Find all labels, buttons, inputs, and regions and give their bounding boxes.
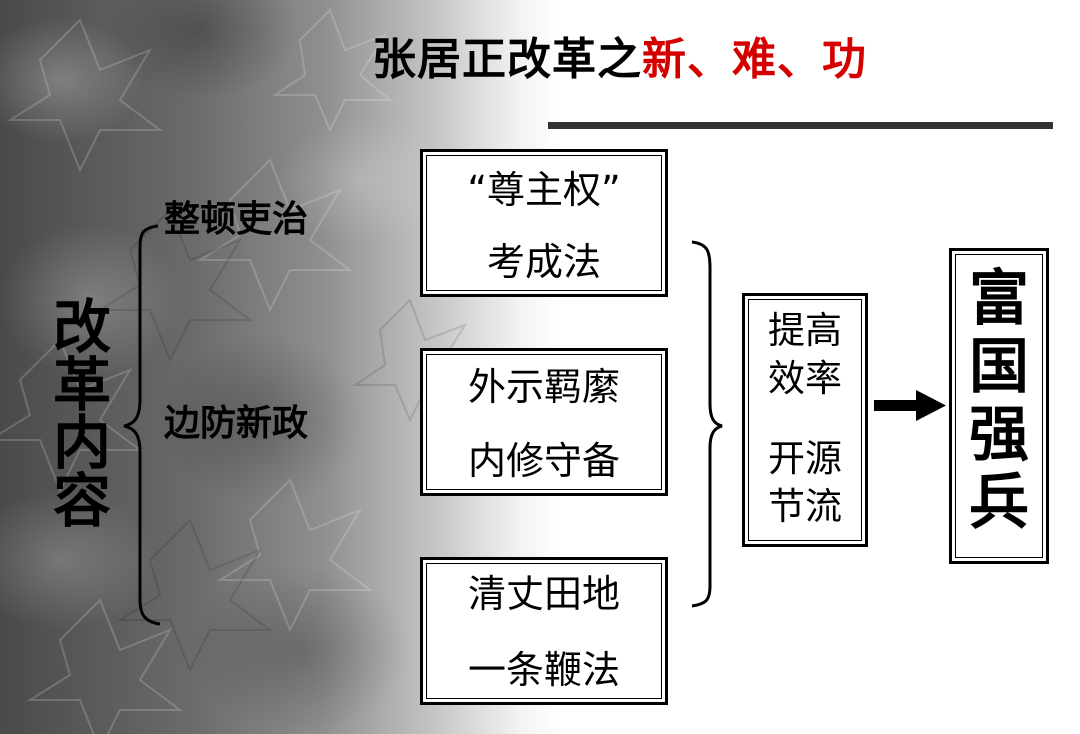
category-border-policy: 边防新政: [164, 403, 309, 444]
label-char: 改: [52, 293, 111, 361]
label-char: 内: [52, 409, 111, 477]
curly-brace-icon: [123, 224, 161, 626]
label-char: 容: [52, 467, 111, 535]
policy-box-land: 清丈田地 一条鞭法: [420, 557, 668, 705]
policy-box-border: 外示羁縻 内修守备: [420, 348, 668, 496]
category-official-governance: 整顿吏治: [164, 199, 309, 240]
title-divider: [548, 122, 1053, 129]
page-title: 张居正改革之新、难、功: [372, 34, 867, 86]
right-arrow-icon: [874, 390, 946, 421]
result-box: 富 国 强 兵: [949, 248, 1049, 564]
curly-brace-icon: [691, 240, 723, 608]
title-highlight: 新、难、功: [642, 34, 867, 85]
label-char: 革: [52, 351, 111, 419]
effect-box: 提高 效率 开源 节流: [742, 293, 868, 547]
title-prefix: 张居正改革之: [372, 34, 642, 85]
policy-box-authority: “尊主权” 考成法: [420, 149, 668, 297]
reform-content-label: 改 革 内 容: [50, 298, 114, 530]
